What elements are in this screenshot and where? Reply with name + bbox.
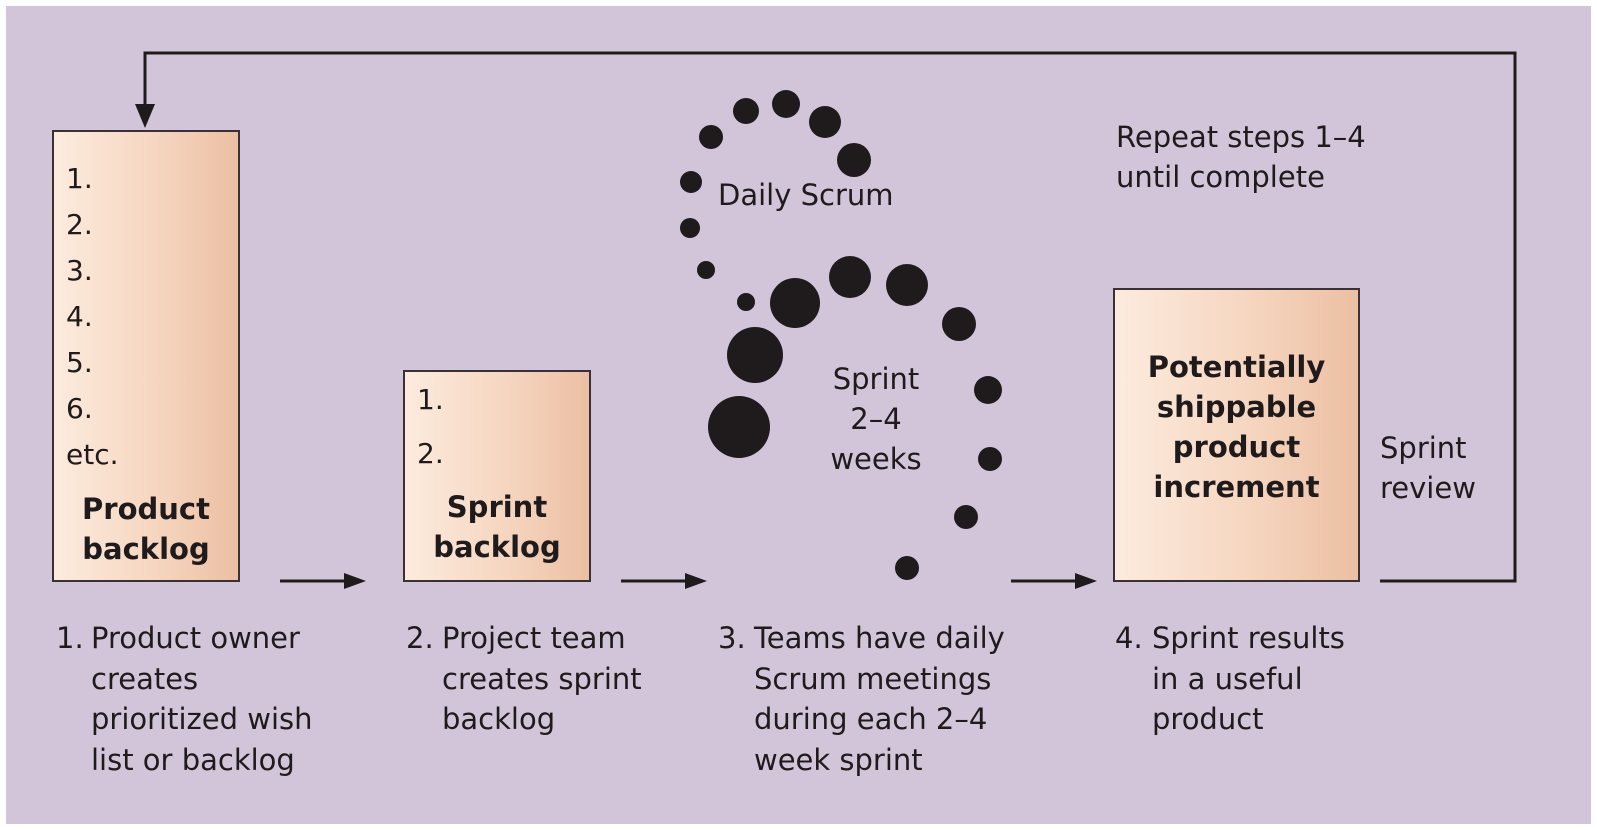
increment-label: increment xyxy=(1153,470,1320,504)
increment-label: Potentially xyxy=(1147,350,1326,384)
repeat-note: Repeat steps 1–4 xyxy=(1116,120,1366,154)
step-text: Scrum meetings xyxy=(754,661,992,696)
increment-label: product xyxy=(1172,430,1301,464)
sprint-duration-label: 2–4 xyxy=(850,402,902,436)
step-text: week sprint xyxy=(754,742,923,777)
sprint-review-label: review xyxy=(1380,471,1476,505)
flow-arrow xyxy=(280,573,366,589)
step-text: Sprint results xyxy=(1152,621,1345,655)
step-text: product xyxy=(1152,702,1264,736)
sprint-backlog-item: 1. xyxy=(417,383,444,416)
sprint-backlog-title: backlog xyxy=(433,530,561,564)
step-text: list or backlog xyxy=(91,742,295,777)
sprint-cycle xyxy=(708,256,1002,580)
product-backlog-title: Product xyxy=(82,492,210,526)
step-number: 4. xyxy=(1115,621,1143,655)
sprint-duration-label: weeks xyxy=(830,442,922,476)
product-backlog-title: backlog xyxy=(82,532,210,566)
sprint-backlog-title: Sprint xyxy=(446,490,548,524)
step-text: backlog xyxy=(442,702,556,736)
step-number: 2. xyxy=(406,621,434,655)
flow-arrow xyxy=(1011,573,1097,589)
product-backlog-item: 1. xyxy=(66,162,93,195)
product-backlog-item: 6. xyxy=(66,392,93,425)
product-backlog-item: 4. xyxy=(66,300,93,333)
product-backlog-item: 2. xyxy=(66,208,93,241)
step-text: in a useful xyxy=(1152,661,1303,696)
flow-arrow xyxy=(621,573,707,589)
sprint-backlog-box: 1. 2. Sprint backlog xyxy=(403,370,591,582)
increment-box: Potentially shippable product increment xyxy=(1113,288,1360,582)
step-text: prioritized wish xyxy=(91,702,313,736)
step-text: Teams have daily xyxy=(754,621,1005,655)
step-text: during each 2–4 xyxy=(754,702,988,736)
repeat-note: until complete xyxy=(1116,160,1325,194)
product-backlog-item: 5. xyxy=(66,346,93,379)
increment-label: shippable xyxy=(1156,390,1317,424)
feedback-loop-line xyxy=(143,51,1517,583)
sprint-review-label: Sprint xyxy=(1380,431,1467,465)
product-backlog-item: etc. xyxy=(66,438,119,471)
step-number: 3. xyxy=(718,621,746,655)
step-number: 1. xyxy=(56,621,84,655)
sprint-backlog-item: 2. xyxy=(417,437,444,470)
daily-scrum-label: Daily Scrum xyxy=(718,178,894,212)
product-backlog-item: 3. xyxy=(66,254,93,287)
daily-scrum-cycle xyxy=(680,90,871,279)
sprint-duration-label: Sprint xyxy=(832,362,920,396)
feedback-arrowhead xyxy=(135,104,155,128)
step-text: Product owner xyxy=(91,621,300,655)
step-text: creates xyxy=(91,661,199,696)
step-text: creates sprint xyxy=(442,661,642,696)
product-backlog-box: 1. 2. 3. 4. 5. 6. etc. Product backlog xyxy=(52,130,240,582)
step-text: Project team xyxy=(442,621,626,655)
